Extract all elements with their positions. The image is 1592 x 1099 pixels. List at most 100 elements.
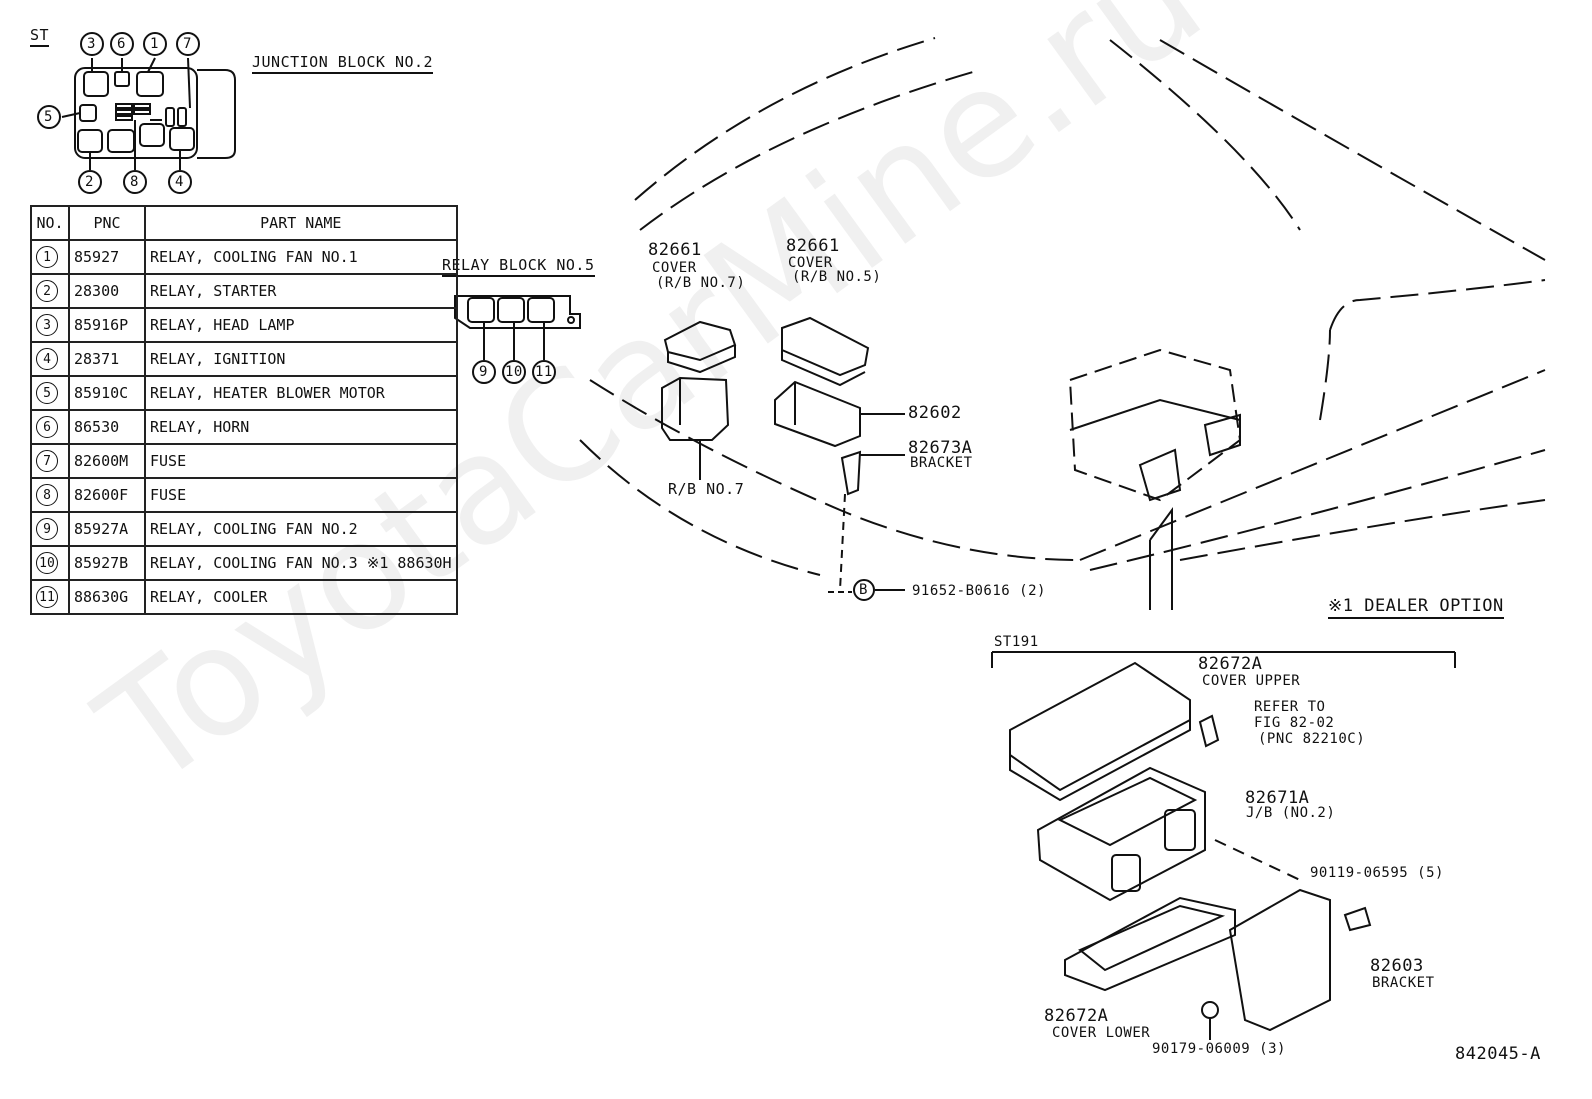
- row-pnc: 85927: [68, 239, 146, 275]
- installed-junction-block: [1068, 348, 1242, 610]
- figure-ref-code: 842045-A: [1455, 1044, 1541, 1064]
- dealer-option-note: ※1 DEALER OPTION: [1328, 598, 1504, 619]
- row-name: RELAY, HEAD LAMP: [144, 307, 458, 343]
- row-no: 6: [36, 416, 58, 438]
- callout-10: 10: [505, 364, 523, 380]
- header-part-name: PART NAME: [144, 205, 458, 241]
- label-cover-lower-pnc: 82672A: [1044, 1006, 1109, 1026]
- exploded-junction-block: [991, 651, 1456, 1040]
- junction-block-title: JUNCTION BLOCK NO.2: [252, 55, 434, 74]
- label-st191: ST191: [994, 634, 1039, 650]
- row-no: 2: [36, 280, 58, 302]
- row-name: RELAY, COOLING FAN NO.1: [144, 239, 458, 275]
- row-pnc: 82600F: [68, 477, 146, 513]
- row-name: RELAY, HORN: [144, 409, 458, 445]
- callout-b: B: [859, 582, 868, 598]
- header-no: NO.: [30, 205, 70, 241]
- callout-6: 6: [117, 36, 126, 52]
- row-no: 4: [36, 348, 58, 370]
- label-jb-name: J/B (NO.2): [1246, 805, 1336, 821]
- row-pnc: 85916P: [68, 307, 146, 343]
- callout-7: 7: [183, 36, 192, 52]
- label-cover7-rb: (R/B NO.7): [656, 275, 746, 291]
- row-no: 3: [36, 314, 58, 336]
- label-bracket2-pnc: 82603: [1370, 956, 1424, 976]
- label-82602: 82602: [908, 403, 962, 423]
- row-name: RELAY, STARTER: [144, 273, 458, 309]
- callout-9: 9: [479, 364, 488, 380]
- relay-block-5-drawing: [774, 316, 905, 593]
- row-pnc: 85927A: [68, 511, 146, 547]
- callout-3: 3: [87, 36, 96, 52]
- row-name: FUSE: [144, 443, 458, 479]
- row-option-pnc: ※1 88630H: [366, 554, 452, 572]
- label-refer-3: (PNC 82210C): [1258, 731, 1366, 747]
- label-rb7: R/B NO.7: [668, 480, 745, 498]
- relay-block-title: RELAY BLOCK NO.5: [442, 258, 595, 277]
- label-bolt: 91652-B0616 (2): [912, 583, 1046, 599]
- table-header-row: NO. PNC PART NAME: [30, 205, 458, 241]
- label-refer-1: REFER TO: [1254, 699, 1326, 715]
- row-no: 10: [36, 552, 58, 574]
- row-pnc: 28300: [68, 273, 146, 309]
- callout-5: 5: [44, 109, 53, 125]
- callout-2: 2: [85, 174, 94, 190]
- label-clip: 90179-06009 (3): [1152, 1041, 1286, 1057]
- row-name: RELAY, COOLING FAN NO.2: [144, 511, 458, 547]
- row-pnc: 82600M: [68, 443, 146, 479]
- label-cover7-name: COVER: [652, 260, 697, 276]
- label-screw: 90119-06595 (5): [1310, 865, 1444, 881]
- row-name: RELAY, COOLER: [144, 579, 458, 615]
- row-name: RELAY, COOLING FAN NO.3 ※1 88630H: [144, 545, 458, 581]
- relay-block-drawing: [454, 295, 581, 360]
- row-no: 8: [36, 484, 58, 506]
- label-jb-pnc: 82671A: [1245, 788, 1310, 808]
- row-name: FUSE: [144, 477, 458, 513]
- row-no: 1: [36, 246, 58, 268]
- row-no: 11: [36, 586, 58, 608]
- label-cover7-pnc: 82661: [648, 240, 702, 260]
- row-pnc: 88630G: [68, 579, 146, 615]
- row-name: RELAY, HEATER BLOWER MOTOR: [144, 375, 458, 411]
- label-cover5-name: COVER: [788, 255, 833, 271]
- row-name: RELAY, IGNITION: [144, 341, 458, 377]
- section-code: ST: [30, 28, 50, 47]
- callout-1: 1: [150, 36, 159, 52]
- label-bracket-name: BRACKET: [910, 455, 973, 471]
- callout-4: 4: [175, 174, 184, 190]
- junction-block-drawing: [61, 57, 236, 170]
- label-cover5-pnc: 82661: [786, 236, 840, 256]
- label-refer-2: FIG 82-02: [1254, 715, 1335, 731]
- row-no: 9: [36, 518, 58, 540]
- label-cover-lower-name: COVER LOWER: [1052, 1025, 1151, 1041]
- label-bracket2-name: BRACKET: [1372, 975, 1435, 991]
- vehicle-outline: [579, 37, 1546, 576]
- row-pnc: 28371: [68, 341, 146, 377]
- row-pnc: 85927B: [68, 545, 146, 581]
- callout-8: 8: [130, 174, 139, 190]
- header-pnc: PNC: [68, 205, 146, 241]
- row-pnc: 86530: [68, 409, 146, 445]
- label-bracket-pnc: 82673A: [908, 438, 973, 458]
- label-cover5-rb: (R/B NO.5): [792, 269, 882, 285]
- row-name-text: RELAY, COOLING FAN NO.3: [150, 554, 358, 572]
- label-cover-upper-name: COVER UPPER: [1202, 673, 1301, 689]
- callout-11: 11: [535, 364, 553, 380]
- row-no: 7: [36, 450, 58, 472]
- relay-block-7-drawing: [661, 320, 737, 480]
- row-pnc: 85910C: [68, 375, 146, 411]
- row-no: 5: [36, 382, 58, 404]
- label-cover-upper-pnc: 82672A: [1198, 654, 1263, 674]
